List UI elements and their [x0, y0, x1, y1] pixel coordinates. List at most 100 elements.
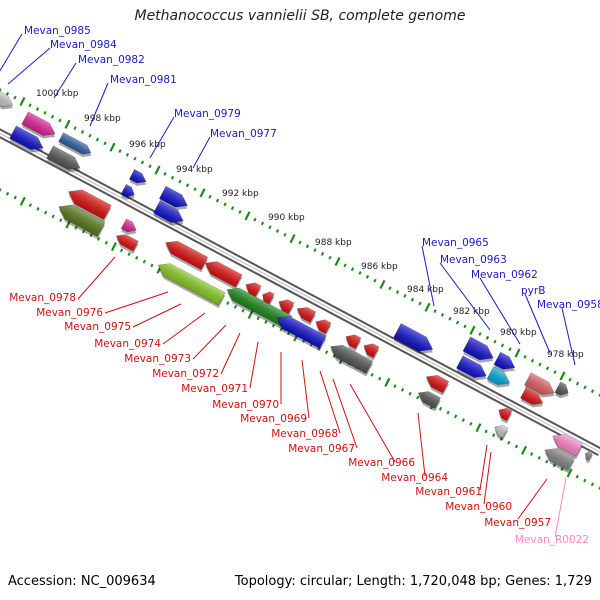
gene-arrow[interactable]	[360, 340, 380, 361]
minor-tick	[305, 244, 310, 249]
minor-tick	[484, 429, 488, 434]
gene-arrow[interactable]	[582, 450, 594, 464]
gene-label[interactable]: Mevan_0973	[124, 353, 191, 365]
gene-arrow[interactable]	[414, 388, 442, 412]
gene-label[interactable]: Mevan_0957	[484, 517, 551, 529]
gene-arrow[interactable]	[523, 372, 559, 402]
gene-arrow[interactable]	[491, 422, 509, 441]
gene-label[interactable]: Mevan_0962	[471, 269, 538, 281]
minor-tick	[485, 335, 490, 340]
minor-tick	[328, 255, 332, 260]
minor-tick	[140, 160, 145, 165]
gene-arrow[interactable]	[392, 323, 437, 360]
gene-arrow[interactable]	[540, 444, 576, 474]
minor-tick	[499, 437, 503, 441]
leader-line	[53, 62, 77, 99]
gene-arrow[interactable]	[120, 183, 138, 202]
scale-label: 982 kbp	[453, 307, 490, 317]
gene-labels: Mevan_0985Mevan_0984Mevan_0982Mevan_0981…	[9, 25, 600, 546]
gene-label[interactable]: Mevan_0965	[422, 237, 489, 249]
gene-label[interactable]: Mevan_0960	[445, 501, 512, 513]
gene-arrow[interactable]	[0, 89, 17, 114]
major-tick	[109, 142, 116, 152]
major-tick	[247, 309, 254, 320]
gene-arrow[interactable]	[46, 145, 85, 177]
minor-tick	[545, 459, 549, 464]
gene-arrow[interactable]	[342, 331, 362, 352]
gene-label[interactable]: Mevan_0963	[440, 254, 507, 266]
gene-label[interactable]: Mevan_0981	[110, 74, 177, 86]
gene-arrow[interactable]	[495, 405, 513, 424]
minor-tick	[97, 237, 101, 241]
leader-line	[162, 312, 206, 345]
gene-label[interactable]: Mevan_0979	[174, 108, 241, 120]
gene-arrow[interactable]	[273, 312, 328, 352]
gene-arrow[interactable]	[422, 371, 450, 396]
gene-label[interactable]: Mevan_0976	[36, 307, 103, 319]
gene-label[interactable]: Mevan_0982	[78, 54, 145, 66]
gene-label[interactable]: Mevan_0968	[271, 428, 338, 440]
gene-label[interactable]: Mevan_0975	[64, 321, 131, 333]
gene-label[interactable]: Mevan_0984	[50, 39, 117, 51]
gene-label[interactable]: Mevan_0985	[24, 25, 91, 37]
gene-arrow[interactable]	[54, 200, 106, 240]
gene-arrow[interactable]	[462, 336, 498, 368]
gene-arrow[interactable]	[154, 259, 227, 308]
gene-label[interactable]: Mevan_0972	[152, 368, 219, 380]
major-tick	[379, 279, 386, 289]
gene-label[interactable]: Mevan_0971	[181, 383, 248, 395]
gene-arrow[interactable]	[64, 185, 113, 223]
gene-arrow[interactable]	[57, 132, 94, 161]
minor-tick	[553, 370, 557, 375]
minor-tick	[358, 271, 362, 275]
gene-label[interactable]: Mevan_0966	[348, 457, 415, 469]
gene-arrow[interactable]	[486, 366, 514, 393]
gene-arrow[interactable]	[9, 125, 48, 157]
gene-label[interactable]: Mevan_0958	[537, 299, 600, 311]
gene-arrow[interactable]	[326, 340, 374, 377]
gene-label[interactable]: Mevan_0977	[210, 128, 277, 140]
gene-arrow[interactable]	[293, 303, 317, 326]
gene-label[interactable]: Mevan_0967	[288, 443, 355, 455]
gene-arrow[interactable]	[128, 168, 150, 189]
minor-tick	[150, 263, 154, 268]
gene-arrow[interactable]	[242, 279, 262, 300]
gene-arrow[interactable]	[493, 351, 520, 377]
gene-label[interactable]: Mevan_0970	[212, 399, 279, 411]
minor-tick	[241, 308, 245, 313]
gene-arrow[interactable]	[21, 111, 60, 143]
label-leaders	[0, 33, 576, 538]
leader-line	[439, 262, 491, 331]
gene-label[interactable]: Mevan_0978	[9, 292, 76, 304]
gene-label[interactable]: Mevan_R0022	[515, 534, 589, 546]
gene-label[interactable]: Mevan_0969	[240, 413, 307, 425]
minor-tick	[408, 391, 412, 396]
gene-arrow[interactable]	[548, 430, 584, 460]
minor-tick	[395, 290, 400, 294]
major-tick	[244, 211, 251, 221]
gene-arrow[interactable]	[161, 236, 209, 273]
gene-arrow[interactable]	[455, 355, 491, 385]
gene-arrow[interactable]	[554, 381, 573, 401]
minor-tick	[393, 384, 397, 389]
minor-tick	[271, 323, 276, 328]
minor-tick	[493, 339, 497, 344]
gene-arrow[interactable]	[201, 257, 244, 291]
major-tick	[566, 468, 573, 478]
gene-arrow[interactable]	[113, 231, 140, 254]
minor-tick	[350, 267, 355, 272]
major-tick	[334, 257, 341, 267]
major-tick	[289, 234, 296, 244]
gene-label[interactable]: Mevan_0964	[381, 472, 448, 484]
gene-label[interactable]: pyrB	[521, 285, 545, 297]
gene-arrow[interactable]	[152, 200, 188, 230]
gene-arrow[interactable]	[519, 387, 547, 412]
scale-label: 988 kbp	[315, 238, 352, 248]
minor-tick	[378, 376, 382, 381]
gene-label[interactable]: Mevan_0974	[94, 338, 161, 350]
minor-tick	[463, 324, 467, 329]
gene-arrow[interactable]	[120, 218, 140, 238]
gene-label[interactable]: Mevan_0961	[415, 486, 482, 498]
minor-tick	[226, 301, 230, 306]
minor-tick	[185, 183, 190, 188]
